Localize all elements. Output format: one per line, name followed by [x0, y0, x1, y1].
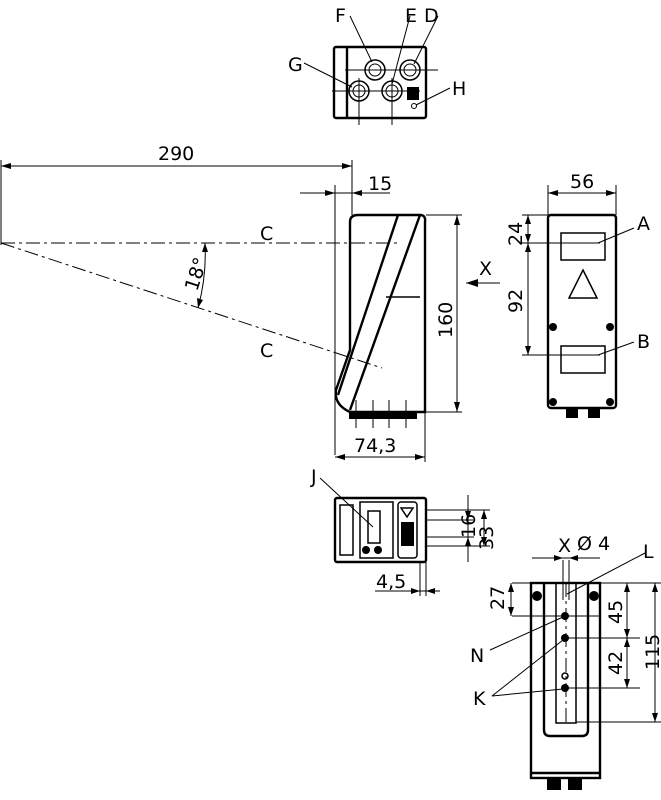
label-j: J: [310, 466, 317, 488]
top-view: F E D G H: [288, 5, 466, 125]
dim-290: 290: [158, 143, 194, 165]
front-view: 56 24 92 A B: [505, 171, 650, 418]
label-c-bottom: C: [260, 340, 273, 362]
label-h: H: [452, 78, 466, 100]
side-view: 290 15 C C 18° 74,3 160 X: [0, 143, 500, 462]
dim-56: 56: [570, 171, 594, 193]
label-b: B: [637, 331, 650, 353]
dim-4-5: 4,5: [376, 571, 406, 593]
dim-45: 45: [605, 600, 627, 624]
dim-16: 16: [458, 514, 480, 538]
label-g: G: [288, 54, 303, 76]
label-c-top: C: [260, 223, 273, 245]
label-a: A: [637, 213, 650, 235]
dim-115: 115: [642, 634, 661, 670]
label-x-mount: X: [558, 535, 571, 557]
dim-160: 160: [435, 302, 457, 338]
dim-angle: 18°: [181, 255, 212, 294]
label-n: N: [470, 645, 484, 667]
label-d: D: [424, 5, 439, 27]
dim-hole: Ø 4: [577, 533, 610, 555]
dim-15: 15: [368, 173, 392, 195]
dim-92: 92: [505, 289, 527, 313]
label-e: E: [405, 5, 417, 27]
label-f: F: [335, 5, 346, 27]
label-l: L: [643, 541, 654, 563]
display-view: J 16 33 4,5: [310, 466, 498, 596]
dim-24: 24: [505, 222, 527, 246]
dim-42: 42: [605, 651, 627, 675]
dim-27: 27: [487, 586, 509, 610]
dim-74-3: 74,3: [354, 435, 396, 457]
mounting-view: X Ø 4 L 27 45 42 115 N K: [470, 533, 661, 790]
label-k: K: [473, 688, 486, 710]
label-x-side: X: [479, 258, 492, 280]
dim-33: 33: [476, 526, 498, 550]
